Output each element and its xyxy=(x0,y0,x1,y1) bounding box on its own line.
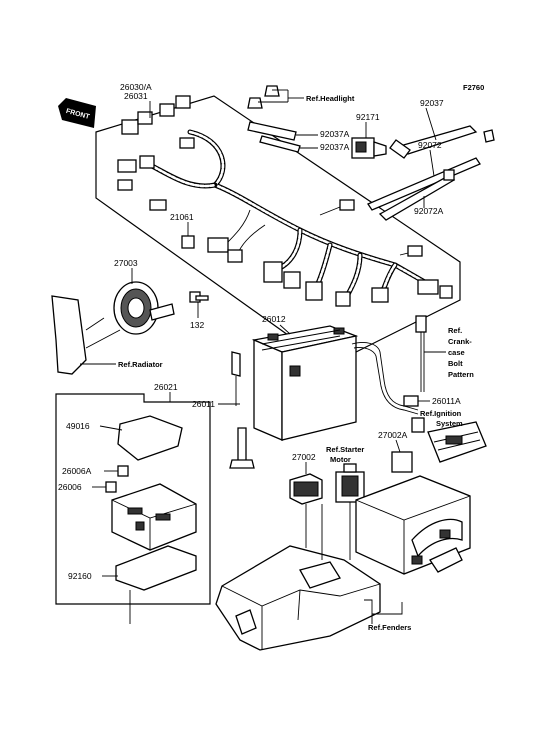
part-label-26011: 26011 xyxy=(192,399,215,409)
part-label-26030a: 26030/A xyxy=(120,82,152,92)
ref-crankcase-line3: case xyxy=(448,348,465,357)
clamp-92171 xyxy=(351,137,387,159)
ignition-module xyxy=(427,421,487,463)
part-label-26031: 26031 xyxy=(124,91,148,101)
harness-connector xyxy=(137,111,153,125)
part-label-92171: 92171 xyxy=(356,112,380,122)
part-label-92037: 92037 xyxy=(420,98,444,108)
fuse-26006 xyxy=(105,481,117,493)
front-arrow-icon: FRONT xyxy=(58,98,96,128)
part-label-49016: 49016 xyxy=(66,421,90,431)
bracket-92037a-upper xyxy=(247,121,297,141)
fuse-box-body xyxy=(111,483,197,551)
part-label-26006: 26006 xyxy=(58,482,82,492)
ref-ignition-line1: Ref.Ignition xyxy=(420,409,462,418)
ref-crankcase-line2: Crank- xyxy=(448,337,472,346)
harness-connector xyxy=(175,95,191,109)
harness-connector xyxy=(339,199,355,211)
relay-21061 xyxy=(181,235,195,249)
starter-motor-relay xyxy=(335,463,365,503)
harness-connector xyxy=(371,287,389,303)
radiator-bracket xyxy=(51,295,87,375)
fuse-26006a xyxy=(117,465,129,477)
battery-cable-26011a xyxy=(351,341,425,433)
harness-connector xyxy=(227,249,243,263)
part-label-21061: 21061 xyxy=(170,212,194,222)
part-label-27002a: 27002A xyxy=(378,430,408,440)
part-label-27003: 27003 xyxy=(114,258,138,268)
ref-starter-line1: Ref.Starter xyxy=(326,445,364,454)
part-label-92037a-1: 92037A xyxy=(320,129,350,139)
harness-connector xyxy=(283,271,301,289)
starter-relay-27002 xyxy=(289,473,323,505)
harness-connector xyxy=(117,159,137,173)
harness-connector xyxy=(305,281,323,301)
part-label-132: 132 xyxy=(190,320,204,330)
harness-connector xyxy=(335,291,351,307)
harness-connector xyxy=(417,279,439,295)
harness-connector xyxy=(139,155,155,169)
harness-connector xyxy=(263,261,283,283)
harness-connector xyxy=(121,119,139,135)
part-label-26006a: 26006A xyxy=(62,466,92,476)
harness-connector xyxy=(179,137,195,149)
part-label-92072: 92072 xyxy=(418,140,442,150)
bolt-132 xyxy=(189,291,209,303)
fuse-box-group-frame xyxy=(55,393,211,605)
ref-radiator: Ref.Radiator xyxy=(118,360,163,369)
rubber-92160 xyxy=(115,545,197,591)
horn-27003 xyxy=(113,281,175,335)
figure-code: F2760 xyxy=(463,83,484,92)
crankcase-bolt xyxy=(415,315,427,392)
ref-crankcase-line5: Pattern xyxy=(448,370,474,379)
battery-26012 xyxy=(251,325,359,441)
fender-bracket xyxy=(355,475,471,575)
part-label-92037a-2: 92037A xyxy=(320,142,350,152)
bracket-92037a-lower xyxy=(259,135,301,153)
harness-connector xyxy=(407,245,423,257)
ref-starter-line2: Motor xyxy=(330,455,351,464)
harness-connector xyxy=(159,103,175,117)
part-label-26021: 26021 xyxy=(154,382,178,392)
harness-connector xyxy=(117,179,133,191)
harness-connector xyxy=(207,237,229,253)
ref-crankcase-line1: Ref. xyxy=(448,326,462,335)
harness-connector xyxy=(439,285,453,299)
rubber-bumper-92037a xyxy=(247,85,280,109)
relay-27002a xyxy=(391,451,413,473)
part-label-26011a: 26011A xyxy=(432,396,461,406)
harness-group-frame xyxy=(95,95,461,366)
rear-fender-tray xyxy=(215,545,381,651)
fuse-cover-49016 xyxy=(117,415,183,461)
part-label-92160: 92160 xyxy=(68,571,92,581)
part-label-27002: 27002 xyxy=(292,452,316,462)
harness-connector xyxy=(149,199,167,211)
ref-crankcase-line4: Bolt xyxy=(448,359,463,368)
main-wiring-harness xyxy=(117,95,453,307)
ref-headlight: Ref.Headlight xyxy=(306,94,355,103)
ref-ignition-line2: System xyxy=(436,419,463,428)
part-label-92072a: 92072A xyxy=(414,206,444,216)
part-label-26012: 26012 xyxy=(262,314,286,324)
battery-cable-26011 xyxy=(229,351,255,469)
ref-fenders: Ref.Fenders xyxy=(368,623,411,632)
